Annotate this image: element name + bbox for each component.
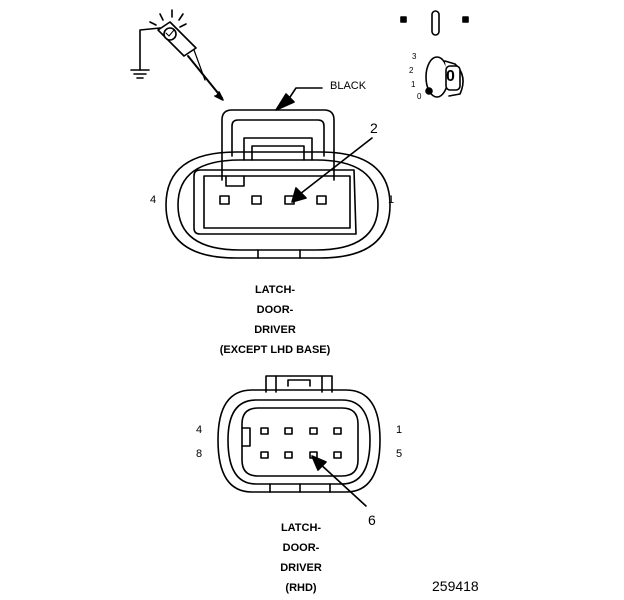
top-pin-label-left: 4 [150,194,157,206]
bottom-caption-line-3: DRIVER [280,562,322,574]
callout-2: 2 [370,120,378,136]
callout-6: 6 [368,512,376,528]
wire-color-label: BLACK [330,80,367,92]
top-caption-line-2: DOOR- [256,304,294,316]
connector-bottom [217,375,381,493]
bottom-pin-label-top-left: 4 [196,424,203,436]
bottom-caption-line-4: (RHD) [285,582,317,594]
bottom-pin-label-bottom-right: 5 [396,448,403,460]
ignition-position-3: 3 [412,52,417,61]
callout-6-pointer [311,455,367,507]
bottom-caption-line-1: LATCH- [280,522,322,534]
figure-number: 259418 [432,578,479,594]
ignition-key-icon [400,10,469,98]
connector-top [165,109,391,259]
top-caption-line-3: DRIVER [254,324,296,336]
top-connector-caption: LATCH- DOOR- DRIVER (EXCEPT LHD BASE) [190,280,360,360]
bottom-pin-label-top-right: 1 [396,424,403,436]
bottom-pin-label-bottom-left: 8 [196,448,203,460]
ignition-key-label: 0 [446,68,455,85]
bottom-caption-line-2: DOOR- [282,542,320,554]
ground-symbol-icon [130,69,150,79]
ignition-position-2: 2 [409,66,414,75]
test-probe-icon [130,9,224,101]
ignition-position-0: 0 [417,92,422,101]
ignition-position-1: 1 [411,80,416,89]
top-pin-label-right: 1 [388,194,395,206]
callout-2-pointer [291,137,373,203]
bottom-connector-caption: LATCH- DOOR- DRIVER (RHD) [236,518,366,598]
top-caption-line-1: LATCH- [254,284,296,296]
top-caption-line-4: (EXCEPT LHD BASE) [219,344,331,356]
black-wire-pointer [275,87,323,111]
